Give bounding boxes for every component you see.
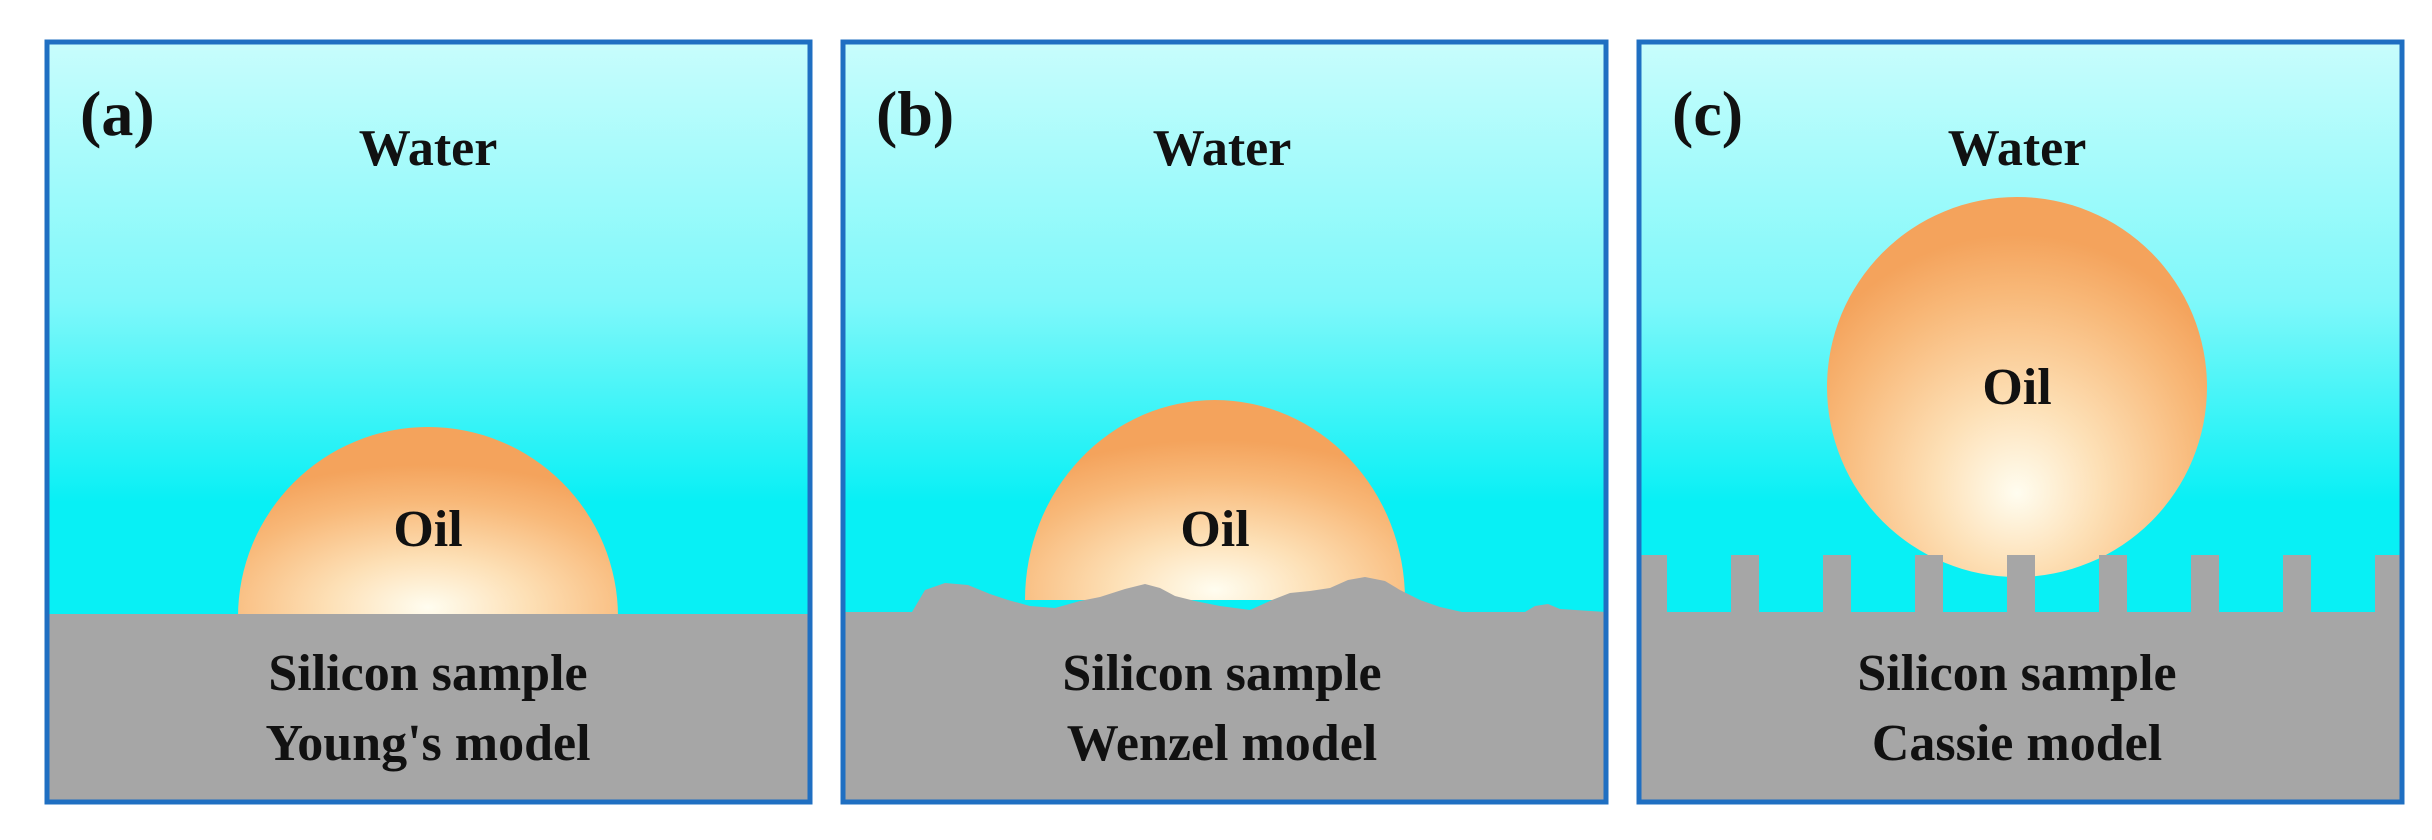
silicon-substrate <box>843 577 1606 802</box>
panel-a: (a) Water Oil Silicon sample Young's mod… <box>44 39 813 805</box>
oil-label: Oil <box>1180 501 1249 558</box>
panel-letter: (c) <box>1672 78 1743 149</box>
silicon-substrate <box>47 614 810 802</box>
substrate-label: Silicon sample <box>1062 645 1381 702</box>
panel-border <box>44 39 813 805</box>
water-label: Water <box>1153 120 1292 177</box>
panel-border <box>840 39 1609 805</box>
substrate-label: Silicon sample <box>268 645 587 702</box>
panel-b: (b) Water Oil Silicon sample Wenzel mode… <box>840 39 1609 805</box>
substrate-label: Silicon sample <box>1857 645 2176 702</box>
panel-border <box>1636 39 2405 805</box>
silicon-substrate-pillars <box>1639 555 2402 802</box>
model-label: Wenzel model <box>1067 715 1378 772</box>
oil-droplet <box>1827 197 2207 577</box>
oil-droplet <box>238 427 618 617</box>
panel-letter: (b) <box>876 78 954 149</box>
oil-label: Oil <box>1982 359 2051 416</box>
water-label: Water <box>1948 120 2087 177</box>
oil-droplet <box>1025 400 1405 600</box>
model-label: Young's model <box>265 715 590 772</box>
water-label: Water <box>359 120 498 177</box>
oil-label: Oil <box>393 501 462 558</box>
panel-letter: (a) <box>80 78 155 149</box>
panel-c: (c) Water Oil Silicon sample Cassie mode… <box>1636 39 2405 805</box>
model-label: Cassie model <box>1872 715 2162 772</box>
